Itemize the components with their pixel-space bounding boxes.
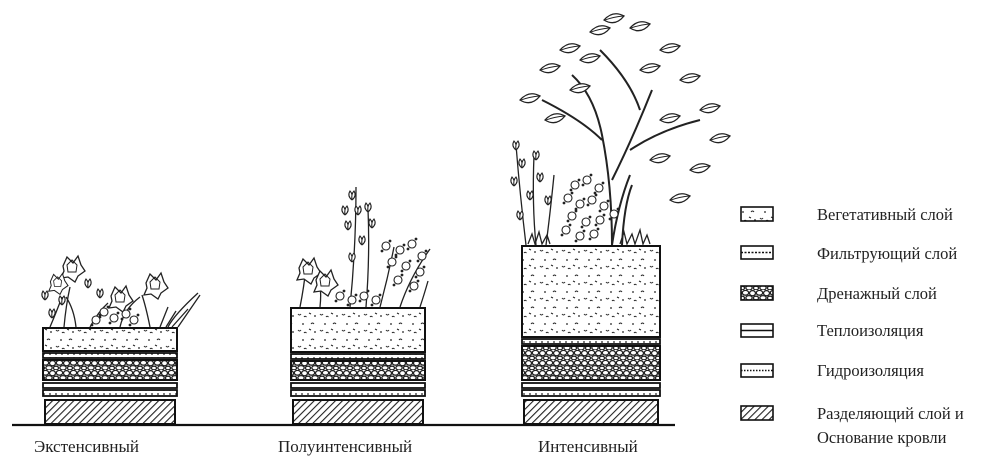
legend-swatch-insulation [741,324,773,337]
caption-extensive: Экстенсивный [34,437,139,456]
caption-semi-intensive: Полуинтенсивный [278,437,412,456]
extensive-waterproofing-layer [43,390,177,396]
semi-intensive-plants [297,187,430,307]
semi-waterproofing-layer [291,390,425,396]
legend: Вегетативный слой Фильтрующий слой Дрена… [741,205,964,447]
caption-intensive: Интенсивный [538,437,638,456]
legend-swatch-vegetative [741,207,773,221]
semi-filter-layer [291,354,425,359]
legend-label-vegetative: Вегетативный слой [817,205,953,224]
legend-swatch-waterproofing [741,364,773,377]
stack-intensive [511,14,730,424]
legend-swatch-separating [741,406,773,420]
intensive-plants [511,14,730,245]
intensive-base-layer [524,400,658,424]
extensive-plants [42,256,200,327]
legend-label-separating-2: Основание кровли [817,428,947,447]
legend-swatch-drainage [741,286,773,300]
legend-swatch-filter [741,246,773,259]
legend-label-insulation: Теплоизоляция [817,321,924,340]
extensive-base-layer [45,400,175,424]
extensive-drainage-layer [43,360,177,380]
extensive-insulation-layer [43,383,177,388]
extensive-filter-layer [43,353,177,358]
stack-semi-intensive [291,187,430,424]
intensive-insulation-layer [522,383,660,388]
intensive-drainage-layer [522,346,660,380]
intensive-filter-layer [522,339,660,344]
stack-extensive [42,256,200,424]
legend-label-separating-1: Разделяющий слой и [817,404,964,423]
legend-label-waterproofing: Гидроизоляция [817,361,924,380]
legend-label-drainage: Дренажный слой [817,284,937,303]
semi-drainage-layer [291,361,425,380]
intensive-waterproofing-layer [522,390,660,396]
semi-vegetative-layer [291,308,425,352]
legend-label-filter: Фильтрующий слой [817,244,957,263]
semi-insulation-layer [291,383,425,388]
extensive-vegetative-layer [43,328,177,351]
intensive-vegetative-layer [522,246,660,337]
semi-base-layer [293,400,423,424]
